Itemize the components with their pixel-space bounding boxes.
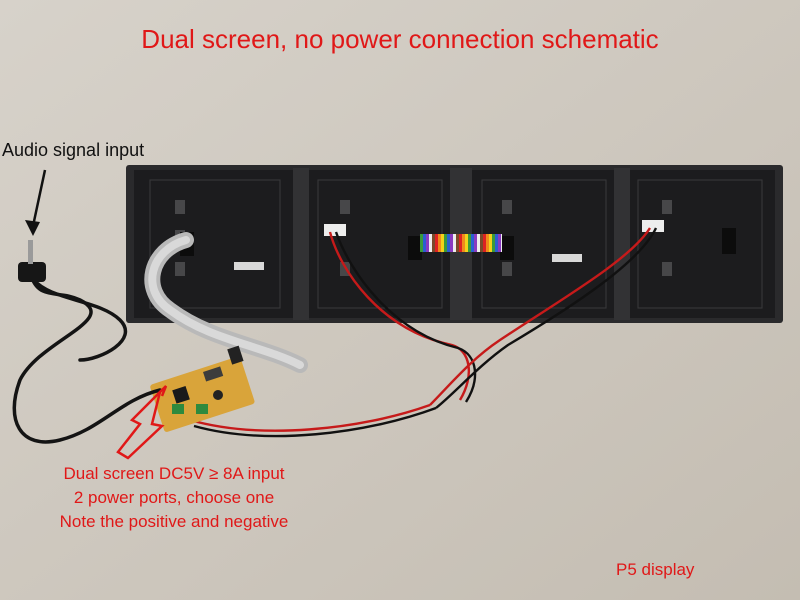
rainbow-ribbon-cable xyxy=(420,234,502,252)
audio-signal-label: Audio signal input xyxy=(2,140,145,160)
power-note-line-1: Dual screen DC5V ≥ 8A input xyxy=(63,464,285,483)
power-note: Dual screen DC5V ≥ 8A input 2 power port… xyxy=(24,462,324,534)
audio-cable xyxy=(12,276,162,444)
audio-arrow xyxy=(25,169,47,236)
power-note-line-2: 2 power ports, choose one xyxy=(73,488,275,507)
power-wires xyxy=(189,227,658,438)
display-label: P5 display xyxy=(616,560,695,579)
page-title: Dual screen, no power connection schemat… xyxy=(141,24,659,54)
controller-board xyxy=(150,345,255,432)
audio-plug xyxy=(18,240,46,282)
power-arrow xyxy=(116,385,168,460)
power-note-line-3: Note the positive and negative xyxy=(59,512,289,531)
